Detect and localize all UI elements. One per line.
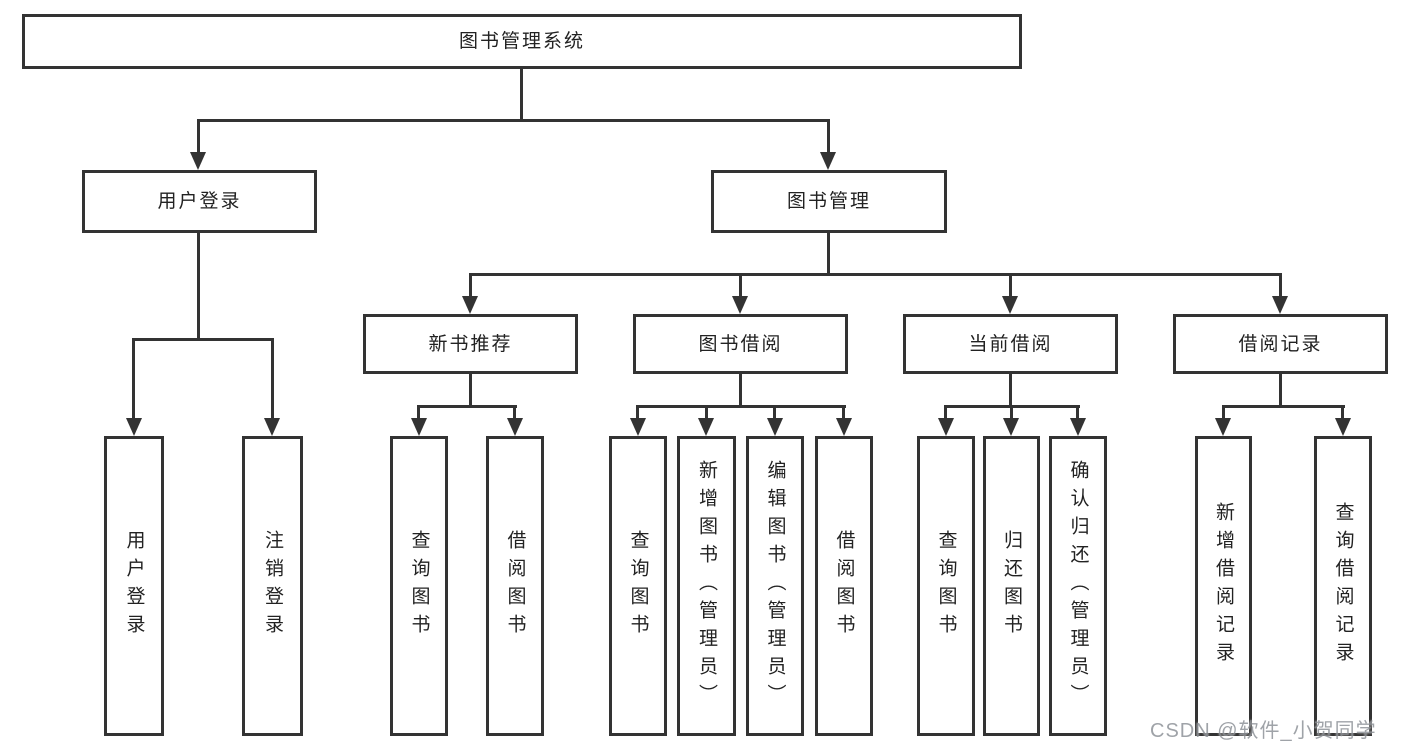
connector-line xyxy=(417,405,517,408)
node-label: 确认归还（管理员） xyxy=(1067,460,1089,712)
arrow-down-icon xyxy=(836,418,852,436)
connector-line xyxy=(417,405,420,419)
arrow-down-icon xyxy=(411,418,427,436)
leaf-current-return-books: 归还图书 xyxy=(983,436,1040,736)
leaf-borrowing-edit-books-admin: 编辑图书（管理员） xyxy=(746,436,804,736)
arrow-down-icon xyxy=(126,418,142,436)
connector-line xyxy=(513,405,516,419)
node-user-login: 用户登录 xyxy=(82,170,317,233)
arrow-down-icon xyxy=(698,418,714,436)
node-borrowing-records: 借阅记录 xyxy=(1173,314,1388,374)
node-label: 借阅记录 xyxy=(1238,333,1323,355)
connector-line xyxy=(1009,273,1012,297)
arrow-down-icon xyxy=(1335,418,1351,436)
connector-line xyxy=(469,374,472,406)
arrow-down-icon xyxy=(507,418,523,436)
node-label: 用户登录 xyxy=(123,530,145,642)
node-label: 归还图书 xyxy=(1001,530,1022,642)
arrow-down-icon xyxy=(732,296,748,314)
leaf-current-query-books: 查询图书 xyxy=(917,436,975,736)
leaf-borrowing-borrow-books: 借阅图书 xyxy=(815,436,873,736)
connector-line xyxy=(469,273,1282,276)
node-book-borrowing: 图书借阅 xyxy=(633,314,848,374)
connector-line xyxy=(520,69,523,119)
connector-line xyxy=(827,233,830,273)
leaf-borrowing-add-books-admin: 新增图书（管理员） xyxy=(677,436,736,736)
node-label: 查询图书 xyxy=(408,530,430,642)
connector-line xyxy=(132,338,273,341)
arrow-down-icon xyxy=(630,418,646,436)
node-book-management: 图书管理 xyxy=(711,170,947,233)
connector-line xyxy=(773,405,776,419)
node-label: 查询图书 xyxy=(627,530,649,642)
leaf-borrowing-query-books: 查询图书 xyxy=(609,436,667,736)
connector-line xyxy=(842,405,845,419)
node-new-book-recommend: 新书推荐 xyxy=(363,314,578,374)
leaf-user-login: 用户登录 xyxy=(104,436,164,736)
leaf-records-query-record: 查询借阅记录 xyxy=(1314,436,1372,736)
connector-line xyxy=(132,338,135,419)
connector-line xyxy=(1279,374,1282,406)
arrow-down-icon xyxy=(462,296,478,314)
node-label: 注销登录 xyxy=(262,530,283,642)
node-label: 图书管理 xyxy=(786,191,871,212)
arrow-down-icon xyxy=(767,418,783,436)
connector-line xyxy=(1222,405,1345,408)
connector-line xyxy=(705,405,708,419)
node-label: 图书管理系统 xyxy=(458,31,585,52)
arrow-down-icon xyxy=(1215,418,1231,436)
arrow-down-icon xyxy=(1070,418,1086,436)
connector-line xyxy=(271,338,274,419)
node-label: 新增借阅记录 xyxy=(1213,502,1234,670)
node-library-system: 图书管理系统 xyxy=(22,14,1022,69)
connector-line xyxy=(944,405,947,419)
connector-line xyxy=(739,374,742,406)
node-label: 新增图书（管理员） xyxy=(696,460,717,712)
arrow-down-icon xyxy=(190,152,206,170)
connector-line xyxy=(469,273,472,297)
node-label: 查询借阅记录 xyxy=(1332,502,1354,670)
arrow-down-icon xyxy=(1002,296,1018,314)
node-current-borrowing: 当前借阅 xyxy=(903,314,1118,374)
connector-line xyxy=(1009,374,1012,406)
arrow-down-icon xyxy=(820,152,836,170)
connector-line xyxy=(197,233,200,338)
connector-line xyxy=(636,405,846,408)
leaf-current-confirm-return-admin: 确认归还（管理员） xyxy=(1049,436,1107,736)
arrow-down-icon xyxy=(938,418,954,436)
node-label: 新书推荐 xyxy=(428,333,513,355)
arrow-down-icon xyxy=(1003,418,1019,436)
leaf-records-add-record: 新增借阅记录 xyxy=(1195,436,1252,736)
node-label: 查询图书 xyxy=(935,530,957,642)
leaf-recommend-query-books: 查询图书 xyxy=(390,436,448,736)
node-label: 当前借阅 xyxy=(968,333,1053,355)
connector-line xyxy=(197,119,830,122)
leaf-recommend-borrow-books: 借阅图书 xyxy=(486,436,544,736)
connector-line xyxy=(1222,405,1225,419)
leaf-logout: 注销登录 xyxy=(242,436,303,736)
connector-line xyxy=(739,273,742,297)
connector-line xyxy=(827,119,830,153)
connector-line xyxy=(1279,273,1282,297)
connector-line xyxy=(636,405,639,419)
node-label: 借阅图书 xyxy=(833,530,855,642)
connector-line xyxy=(1341,405,1344,419)
node-label: 借阅图书 xyxy=(504,530,526,642)
arrow-down-icon xyxy=(264,418,280,436)
node-label: 编辑图书（管理员） xyxy=(764,460,786,712)
connector-line xyxy=(197,119,200,153)
node-label: 图书借阅 xyxy=(698,333,783,355)
node-label: 用户登录 xyxy=(157,191,242,212)
csdn-watermark: CSDN @软件_小贺同学 xyxy=(1150,720,1377,742)
connector-line xyxy=(1076,405,1079,419)
connector-line xyxy=(1010,405,1013,419)
arrow-down-icon xyxy=(1272,296,1288,314)
